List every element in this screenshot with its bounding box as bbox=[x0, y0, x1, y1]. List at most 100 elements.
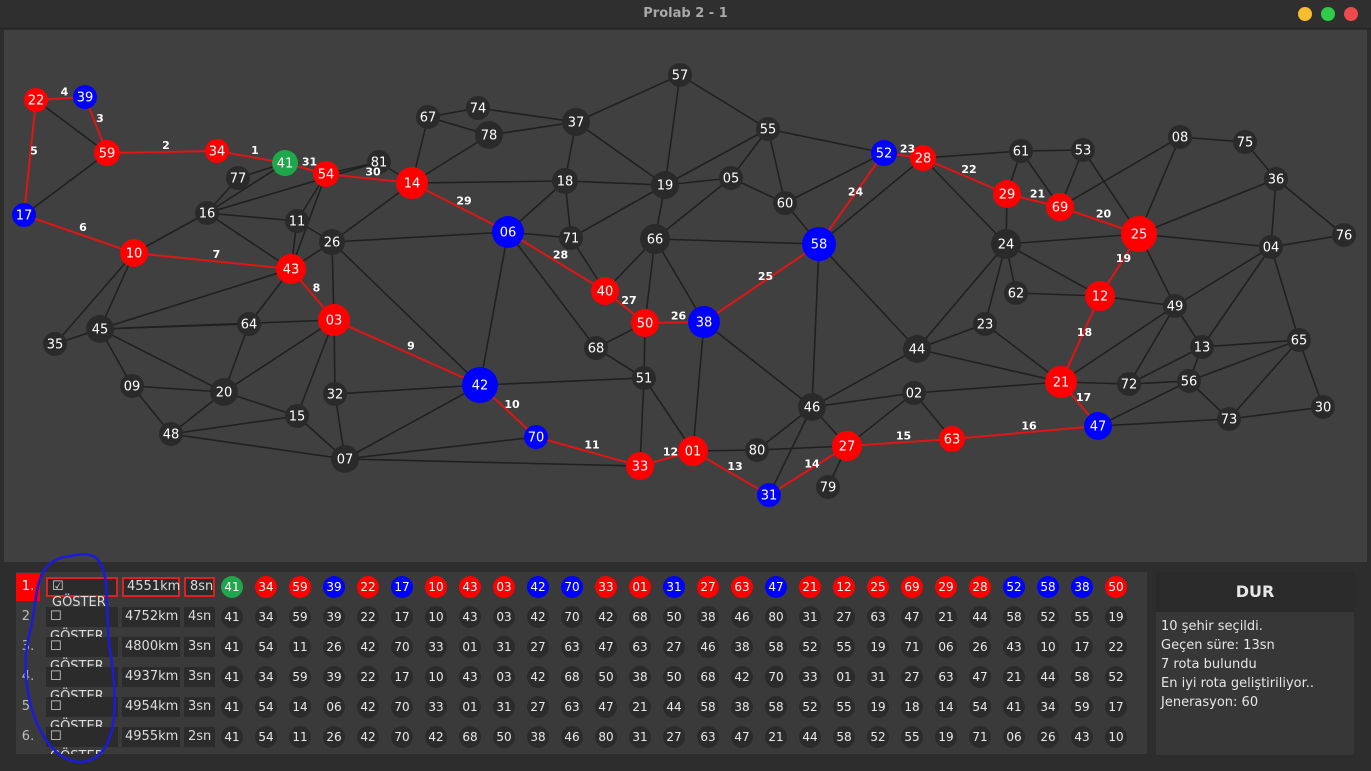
route-row[interactable]: 3.☐ GÖSTER4800km3sn415411264270330131276… bbox=[16, 632, 1147, 674]
city-node-65[interactable]: 65 bbox=[1287, 328, 1311, 352]
city-node-50[interactable]: 50 bbox=[631, 309, 659, 337]
city-node-42[interactable]: 42 bbox=[462, 367, 498, 403]
show-route-button[interactable]: ☐ GÖSTER bbox=[46, 667, 118, 704]
city-node-73[interactable]: 73 bbox=[1217, 407, 1241, 431]
city-node-06[interactable]: 06 bbox=[492, 216, 524, 248]
show-route-button[interactable]: ☐ GÖSTER bbox=[46, 697, 118, 734]
city-node-26[interactable]: 26 bbox=[319, 229, 345, 255]
city-node-33[interactable]: 33 bbox=[626, 452, 654, 480]
city-node-46[interactable]: 46 bbox=[798, 393, 826, 421]
city-node-79[interactable]: 79 bbox=[816, 475, 840, 499]
city-node-27[interactable]: 27 bbox=[832, 431, 862, 461]
city-node-24[interactable]: 24 bbox=[991, 229, 1021, 259]
city-node-11[interactable]: 11 bbox=[285, 209, 309, 233]
city-node-63[interactable]: 63 bbox=[939, 426, 965, 452]
city-node-07[interactable]: 07 bbox=[331, 445, 359, 473]
city-node-59[interactable]: 59 bbox=[94, 140, 120, 166]
city-node-30[interactable]: 30 bbox=[1311, 395, 1335, 419]
route-edge-label: 31 bbox=[302, 156, 317, 169]
city-node-20[interactable]: 20 bbox=[210, 378, 238, 406]
city-node-44[interactable]: 44 bbox=[903, 335, 931, 363]
city-node-81[interactable]: 81 bbox=[367, 150, 391, 174]
route-row[interactable]: 4.☐ GÖSTER4937km3sn413459392217104303426… bbox=[16, 662, 1147, 704]
route-row[interactable]: 6.☐ GÖSTER4955km2sn415411264270426850384… bbox=[16, 722, 1147, 754]
city-node-41[interactable]: 41 bbox=[272, 150, 298, 176]
city-node-55[interactable]: 55 bbox=[756, 117, 780, 141]
city-node-32[interactable]: 32 bbox=[323, 382, 347, 406]
city-node-51[interactable]: 51 bbox=[632, 366, 656, 390]
city-node-75[interactable]: 75 bbox=[1233, 130, 1257, 154]
city-node-38[interactable]: 38 bbox=[688, 306, 720, 338]
city-node-47[interactable]: 47 bbox=[1084, 412, 1112, 440]
city-node-78[interactable]: 78 bbox=[475, 121, 503, 149]
city-node-53[interactable]: 53 bbox=[1071, 138, 1095, 162]
city-node-21[interactable]: 21 bbox=[1045, 366, 1077, 398]
city-node-34[interactable]: 34 bbox=[205, 139, 229, 163]
city-node-43[interactable]: 43 bbox=[276, 254, 306, 284]
city-node-02[interactable]: 02 bbox=[902, 381, 926, 405]
city-node-23[interactable]: 23 bbox=[973, 312, 997, 336]
minimize-button[interactable] bbox=[1298, 7, 1312, 21]
city-node-56[interactable]: 56 bbox=[1177, 369, 1201, 393]
city-node-58[interactable]: 58 bbox=[802, 227, 836, 261]
city-node-03[interactable]: 03 bbox=[318, 304, 350, 336]
city-node-49[interactable]: 49 bbox=[1163, 294, 1187, 318]
city-node-80[interactable]: 80 bbox=[745, 438, 769, 462]
city-node-19[interactable]: 19 bbox=[651, 171, 679, 199]
city-node-17[interactable]: 17 bbox=[12, 203, 36, 227]
city-node-13[interactable]: 13 bbox=[1190, 335, 1214, 359]
city-node-70[interactable]: 70 bbox=[524, 425, 548, 449]
city-node-66[interactable]: 66 bbox=[640, 224, 670, 254]
city-node-37[interactable]: 37 bbox=[562, 108, 590, 136]
city-node-45[interactable]: 45 bbox=[86, 315, 114, 343]
city-node-71[interactable]: 71 bbox=[559, 226, 583, 250]
city-node-29[interactable]: 29 bbox=[993, 180, 1021, 208]
city-node-36[interactable]: 36 bbox=[1264, 167, 1288, 191]
city-node-60[interactable]: 60 bbox=[773, 191, 797, 215]
city-node-12[interactable]: 12 bbox=[1085, 281, 1115, 311]
city-node-01[interactable]: 01 bbox=[678, 436, 708, 466]
show-route-button[interactable]: ☐ GÖSTER bbox=[46, 607, 118, 644]
city-node-14[interactable]: 14 bbox=[396, 167, 428, 199]
show-route-button[interactable]: ☑ GÖSTER bbox=[46, 577, 118, 610]
city-node-08[interactable]: 08 bbox=[1168, 125, 1192, 149]
city-node-09[interactable]: 09 bbox=[120, 374, 144, 398]
city-node-15[interactable]: 15 bbox=[285, 404, 309, 428]
city-node-16[interactable]: 16 bbox=[195, 201, 219, 225]
city-node-05[interactable]: 05 bbox=[719, 166, 743, 190]
city-node-76[interactable]: 76 bbox=[1332, 223, 1356, 247]
show-route-button[interactable]: ☐ GÖSTER bbox=[46, 637, 118, 674]
route-row[interactable]: 2.☐ GÖSTER4752km4sn413459392217104303427… bbox=[16, 602, 1147, 644]
city-node-67[interactable]: 67 bbox=[416, 105, 440, 129]
close-button[interactable] bbox=[1344, 7, 1358, 21]
city-node-77[interactable]: 77 bbox=[226, 166, 250, 190]
city-node-22[interactable]: 22 bbox=[24, 88, 48, 112]
route-city-chip: 47 bbox=[765, 576, 787, 598]
city-node-31[interactable]: 31 bbox=[757, 483, 781, 507]
city-node-68[interactable]: 68 bbox=[584, 336, 608, 360]
city-node-10[interactable]: 10 bbox=[120, 239, 148, 267]
city-node-48[interactable]: 48 bbox=[159, 422, 183, 446]
city-node-64[interactable]: 64 bbox=[237, 312, 261, 336]
city-node-52[interactable]: 52 bbox=[871, 140, 897, 166]
city-node-54[interactable]: 54 bbox=[313, 161, 339, 187]
city-node-25[interactable]: 25 bbox=[1121, 216, 1157, 252]
city-node-40[interactable]: 40 bbox=[591, 277, 619, 305]
show-route-button[interactable]: ☐ GÖSTER bbox=[46, 727, 118, 754]
city-node-18[interactable]: 18 bbox=[552, 168, 578, 194]
city-node-69[interactable]: 69 bbox=[1046, 193, 1074, 221]
city-node-72[interactable]: 72 bbox=[1117, 372, 1141, 396]
maximize-button[interactable] bbox=[1321, 7, 1335, 21]
city-node-39[interactable]: 39 bbox=[73, 85, 97, 109]
city-node-04[interactable]: 04 bbox=[1259, 235, 1283, 259]
route-row[interactable]: 5.☐ GÖSTER4954km3sn415414064270330131276… bbox=[16, 692, 1147, 734]
city-node-35[interactable]: 35 bbox=[43, 332, 67, 356]
city-node-28[interactable]: 28 bbox=[910, 145, 936, 171]
city-node-62[interactable]: 62 bbox=[1004, 281, 1028, 305]
stop-button[interactable]: DUR bbox=[1156, 572, 1354, 612]
city-node-74[interactable]: 74 bbox=[466, 96, 490, 120]
city-node-61[interactable]: 61 bbox=[1009, 139, 1033, 163]
city-node-57[interactable]: 57 bbox=[668, 63, 692, 87]
